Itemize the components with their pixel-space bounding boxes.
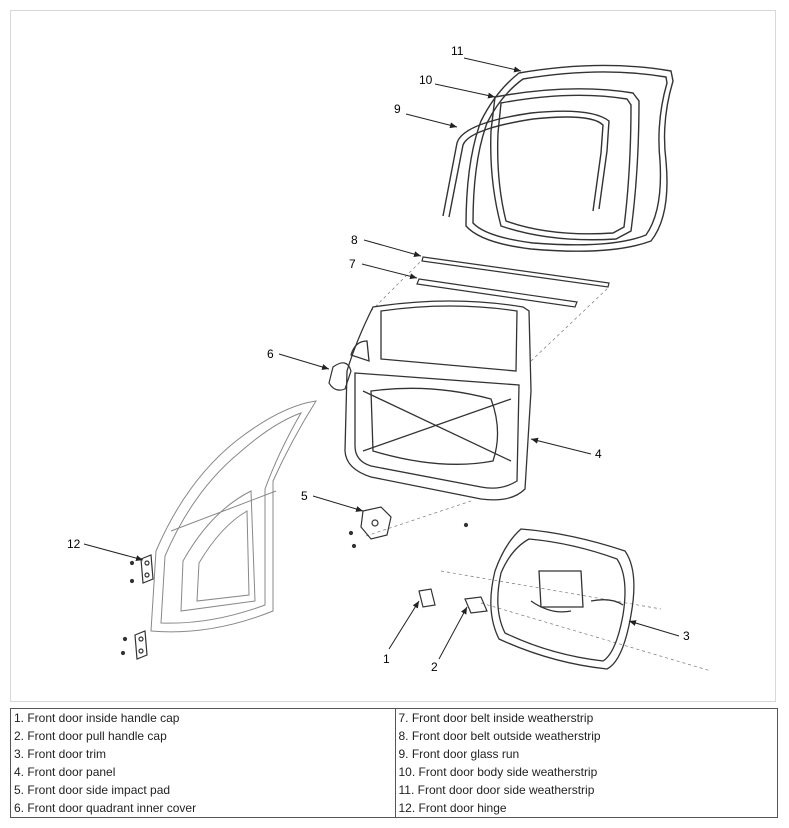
part-front-door-trim: [490, 528, 635, 670]
legend-item: 3. Front door trim: [14, 747, 107, 761]
part-inside-handle-cap: [418, 588, 436, 608]
legend-item: 4. Front door panel: [14, 765, 116, 779]
part-front-door-hinge: [120, 554, 154, 660]
part-door-side-weatherstrip: [465, 64, 674, 252]
part-glass-run: [442, 110, 610, 218]
leader-lines: [83, 57, 680, 660]
legend-item: 12. Front door hinge: [398, 801, 507, 815]
callout-1: 1: [383, 652, 390, 666]
callout-6: 6: [267, 347, 274, 361]
legend-item: 5. Front door side impact pad: [14, 783, 171, 797]
diagram-canvas: 11 10 9 8 7 6 4 5 12 3 1 2: [67, 44, 712, 674]
callout-12: 12: [67, 537, 81, 551]
legend-item: 2. Front door pull handle cap: [14, 729, 167, 743]
callout-5: 5: [301, 489, 308, 503]
assembly-guide-lines: [365, 260, 712, 672]
legend-item: 6. Front door quadrant inner cover: [14, 801, 197, 815]
exploded-diagram: 11 10 9 8 7 6 4 5 12 3 1 2: [10, 10, 776, 702]
legend-column-right: 7. Front door belt inside weatherstrip 8…: [394, 708, 778, 818]
part-body-side-weatherstrip: [490, 88, 640, 241]
door-body-side-frame: [150, 400, 317, 633]
callout-10: 10: [419, 73, 433, 87]
legend-item: 11. Front door door side weatherstrip: [398, 783, 595, 797]
callout-3: 3: [683, 629, 690, 643]
legend-item: 9. Front door glass run: [398, 747, 520, 761]
legend-row: 1. Front door inside handle cap 2. Front…: [10, 708, 778, 818]
part-front-door-panel: [344, 300, 532, 501]
callout-4: 4: [595, 447, 602, 461]
callout-9: 9: [394, 102, 401, 116]
part-quadrant-inner-cover: [328, 362, 352, 391]
callout-2: 2: [431, 660, 438, 674]
parts-legend-table: 1. Front door inside handle cap 2. Front…: [10, 708, 778, 818]
part-side-impact-pad: [348, 506, 469, 549]
part-belt-outside-weatherstrip: [421, 256, 610, 288]
part-belt-inside-weatherstrip: [416, 278, 578, 308]
part-pull-handle-cap: [464, 596, 488, 614]
legend-item: 7. Front door belt inside weatherstrip: [398, 711, 594, 725]
legend-item: 1. Front door inside handle cap: [14, 711, 180, 725]
legend-item: 8. Front door belt outside weatherstrip: [398, 729, 601, 743]
legend-item: 10. Front door body side weatherstrip: [398, 765, 598, 779]
callout-8: 8: [351, 233, 358, 247]
callout-11: 11: [451, 44, 464, 58]
callout-7: 7: [349, 257, 356, 271]
legend-column-left: 1. Front door inside handle cap 2. Front…: [10, 708, 396, 818]
